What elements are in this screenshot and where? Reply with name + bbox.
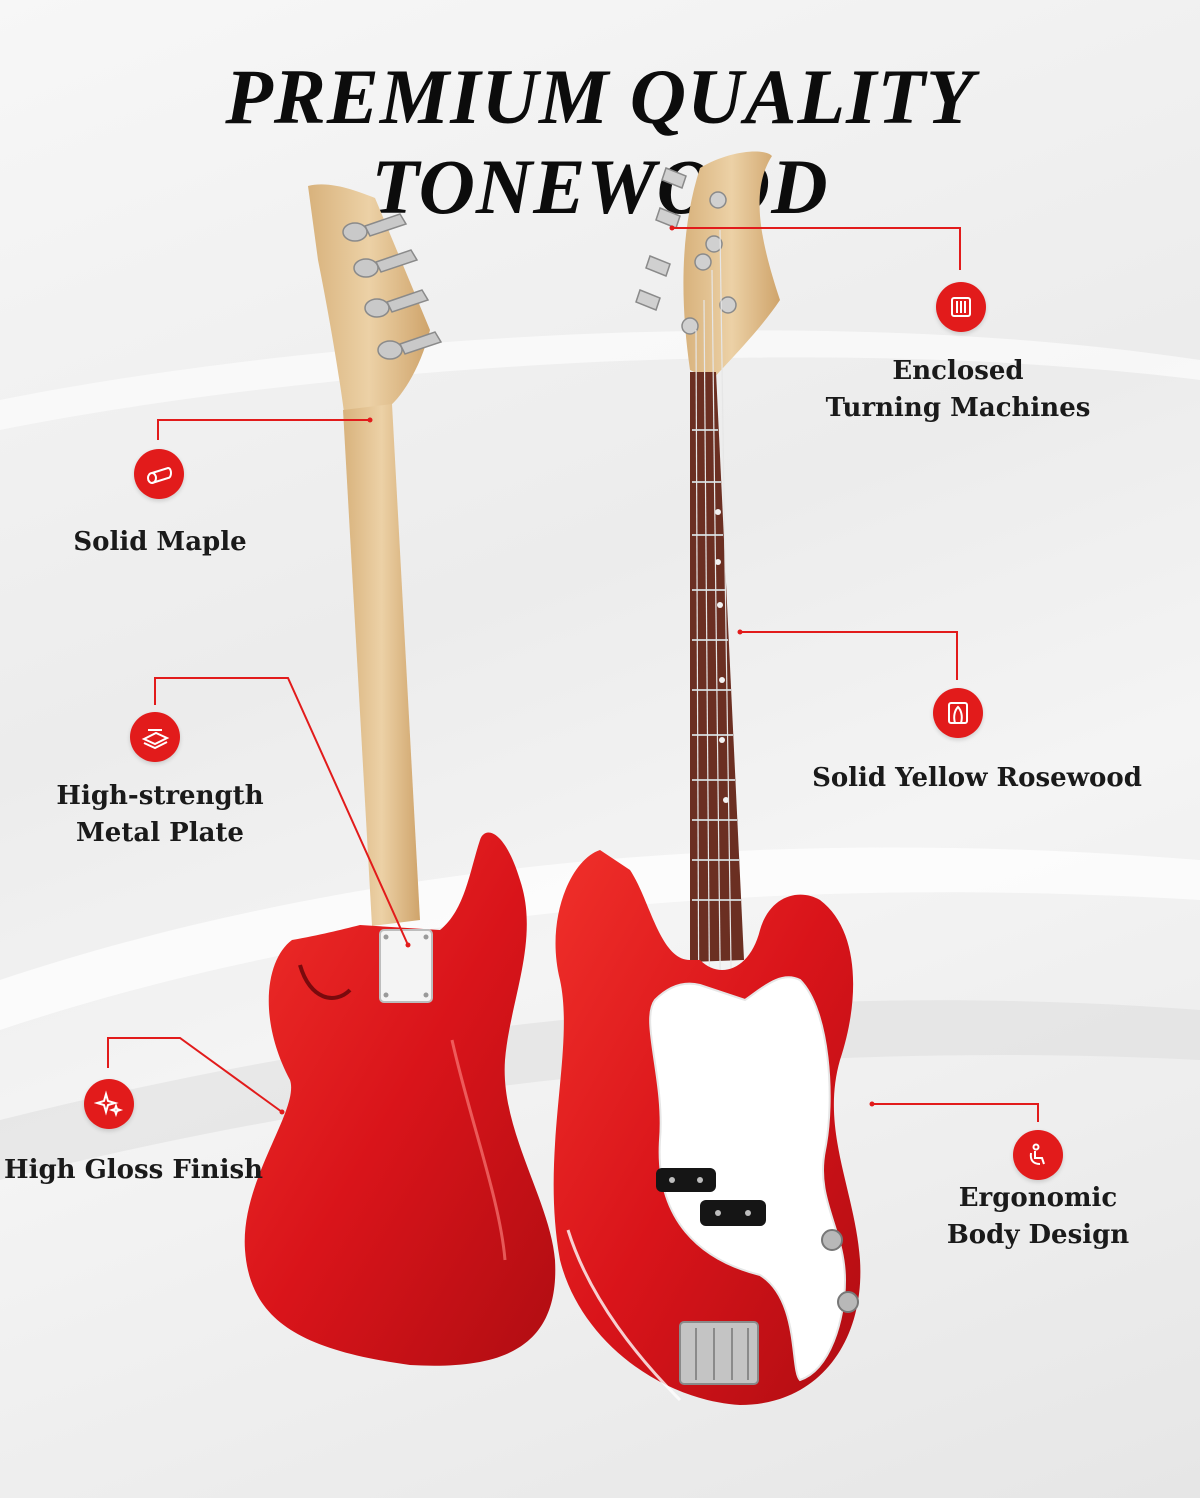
feature-solid-maple: Solid Maple (73, 527, 247, 557)
bass-guitar-back (244, 184, 556, 1366)
tuner-icon (936, 282, 986, 332)
feature-turning-machines-line1: Enclosed (892, 356, 1024, 386)
metal-plate-icon (130, 712, 180, 762)
feature-ergonomic-line2: Body Design (946, 1220, 1130, 1250)
feature-ergonomic-line1: Ergonomic (958, 1183, 1118, 1213)
page-title: PREMIUM QUALITY TONEWOOD (225, 53, 975, 230)
wood-log-icon (134, 449, 184, 499)
feature-turning-machines: Enclosed Turning Machines (818, 353, 1098, 427)
sparkle-icon (84, 1079, 134, 1129)
feature-metal-plate-line2: Metal Plate (76, 818, 244, 848)
feature-ergonomic: Ergonomic Body Design (900, 1180, 1176, 1254)
feature-metal-plate: High-strength Metal Plate (40, 778, 280, 852)
feature-gloss-finish: High Gloss Finish (4, 1155, 263, 1185)
feature-rosewood: Solid Yellow Rosewood (812, 763, 1142, 793)
feature-turning-machines-line2: Turning Machines (825, 393, 1091, 423)
wood-grain-icon (933, 688, 983, 738)
callout-lines (107, 227, 1039, 1122)
seated-person-icon (1013, 1130, 1063, 1180)
bass-guitar-front (553, 151, 861, 1405)
feature-metal-plate-line1: High-strength (56, 781, 264, 811)
